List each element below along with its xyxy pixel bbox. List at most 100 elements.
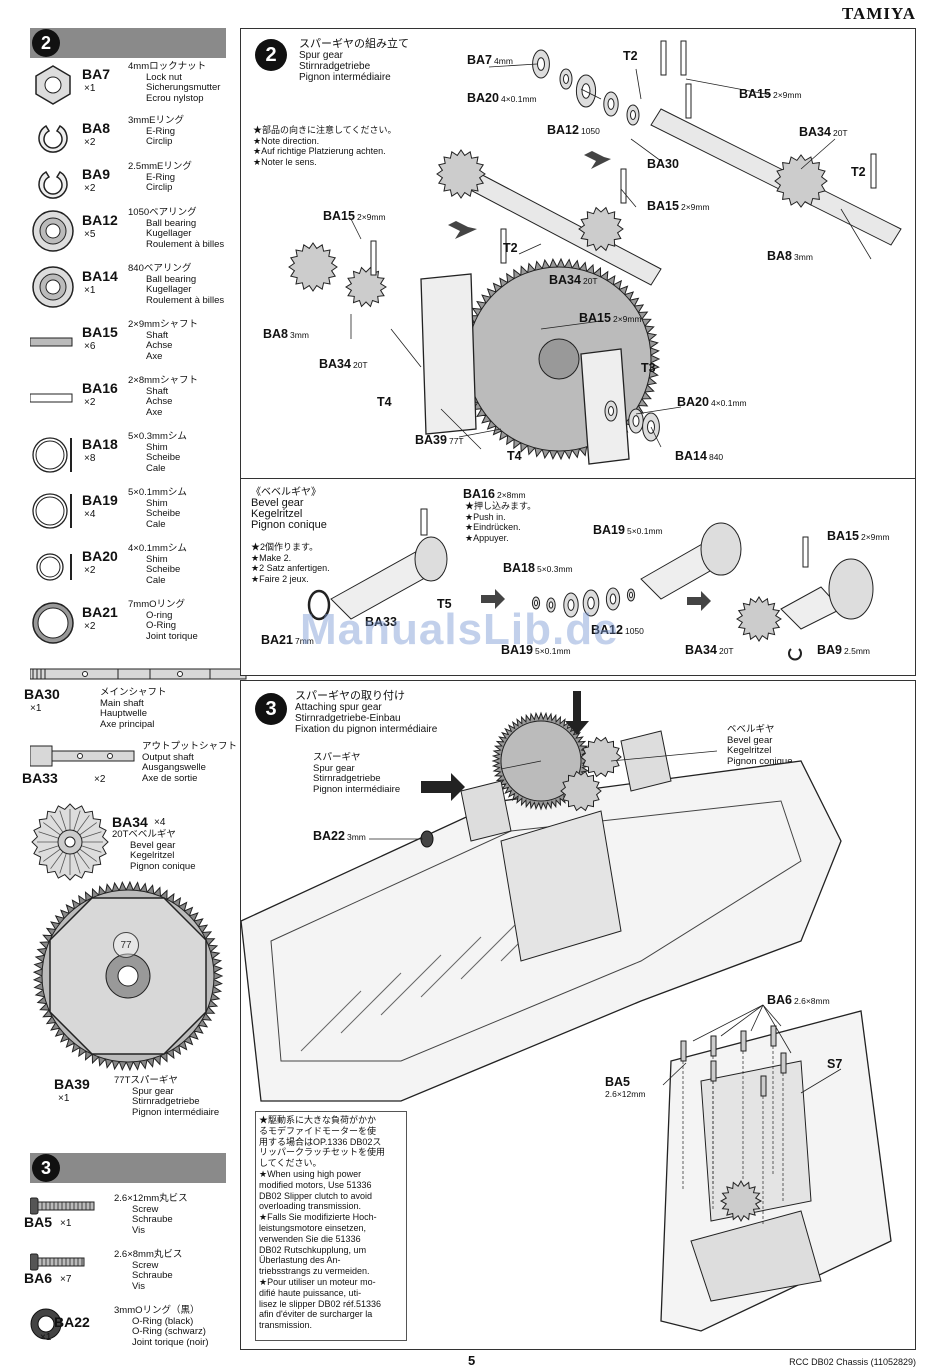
screw-icon [30,1253,85,1271]
step-2-number: 2 [32,29,60,57]
step-2-header-bar [30,28,226,58]
part-code: BA5 [24,1214,53,1230]
part-code: BA15 [82,324,118,340]
shaft-icon [30,337,73,347]
step-3-header-bar [30,1153,226,1183]
part-qty: ×2 [84,397,96,408]
brand-logo: TAMIYA [841,4,916,23]
o-ring-icon [32,602,74,644]
screw-icon [30,1197,95,1215]
o-ring-icon [30,1308,62,1340]
top-label-t2: T2 [851,165,866,179]
part-code: BA18 [82,436,118,452]
panel-spur-gear-assembly: 2 スパーギヤの組み立て Spur gear Stirnradgetriebe … [240,28,916,480]
part-code: BA7 [82,66,111,82]
locknut-icon [35,65,71,105]
part-code: BA14 [82,268,118,284]
part-qty: ×8 [84,453,96,464]
top-label-t2: T2 [503,241,518,255]
shim-icon [32,437,72,473]
part-code: BA8 [82,120,111,136]
part-qty: ×4 [154,817,166,828]
part-code: BA12 [82,212,118,228]
panel-title: スパーギヤの組み立て Spur gear Stirnradgetriebe Pi… [299,38,409,84]
top-label-t3: T3 [641,361,656,375]
part-code: BA19 [82,492,118,508]
e-ring-icon [38,170,68,199]
bottom-label-ba5: BA5 [605,1075,631,1089]
part-code: BA30 [24,686,60,702]
tooth-count-label: 77 [113,932,139,958]
part-qty: ×2 [94,774,106,785]
part-code: BA6 [24,1270,53,1286]
part-code: BA22 [54,1314,90,1330]
part-qty: ×1 [84,83,96,94]
bottom-label-s7: S7 [827,1057,843,1071]
ba5-size-label: 2.6×12mm [605,1089,646,1099]
part-code: BA33 [22,770,58,786]
part-code: BA21 [82,604,118,620]
chassis-assembly-diagram [241,691,892,1332]
shaft-icon [30,393,73,403]
top-label-t4: T4 [377,395,392,409]
mid-label-t5: T5 [437,597,452,611]
panel-title: スパーギヤの取り付け Attaching spur gear Stirnradg… [295,690,438,736]
e-ring-icon [38,124,68,153]
top-label-t4: T4 [507,449,522,463]
top-label-ba30: BA30 [647,157,679,171]
shim-icon [32,493,72,529]
direction-note: ★部品の向きに注意してください。★Note direction.★Auf ric… [253,125,397,167]
main-shaft-icon [30,668,247,680]
part-code: BA9 [82,166,111,182]
part-qty: ×1 [58,1093,70,1104]
part-qty: ×7 [60,1274,72,1285]
bevel-title: 《ベベルギヤ》 Bevel gear Kegelritzel Pignon co… [251,487,327,531]
page-number: 5 [468,1353,476,1368]
